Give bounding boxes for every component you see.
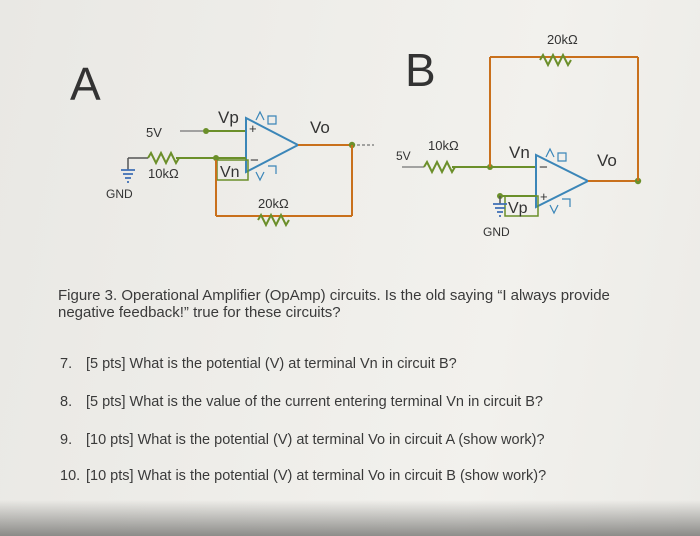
circuit-a-vn-label: Vn — [220, 164, 240, 181]
circuit-a-plus-sign: + — [249, 121, 257, 136]
circuit-b-ground-icon — [493, 203, 507, 217]
circuit-b-vp-box — [504, 195, 539, 217]
circuit-b-vn-label: Vn — [509, 143, 530, 162]
question-item: 8. [5 pts] What is the value of the curre… — [60, 394, 543, 410]
circuit-b-source-label: 5V — [396, 149, 411, 163]
circuit-b-rin-label: 10kΩ — [428, 138, 459, 153]
question-text: [10 pts] What is the potential (V) at te… — [86, 468, 547, 484]
circuit-b-resistor-fb — [539, 52, 572, 68]
circuit-diagrams: A 5V Vp + − Vo 10kΩ Vn — [70, 32, 642, 239]
circuit-a-vo-label: Vo — [310, 118, 330, 137]
circuit-a-rin-label: 10kΩ — [148, 166, 179, 181]
circuit-a-resistor-in — [147, 150, 180, 166]
circuit-a-title: A — [70, 58, 101, 110]
question-number: 8. — [60, 394, 73, 410]
question-text: [10 pts] What is the potential (V) at te… — [86, 432, 545, 448]
circuit-b-vp-label: Vp — [508, 200, 528, 217]
circuit-b-vo-label: Vo — [597, 151, 617, 170]
question-text: [5 pts] What is the value of the current… — [86, 394, 543, 410]
circuit-b-minus-sign: − — [539, 159, 548, 176]
circuit-b-plus-sign: + — [540, 189, 548, 204]
circuit-a-gnd-label: GND — [106, 187, 133, 201]
circuit-a-resistor-fb — [257, 212, 290, 228]
circuit-b: B 5V 10kΩ Vn − + Vo 20kΩ — [396, 32, 642, 239]
question-number: 7. — [60, 356, 73, 372]
circuit-b-resistor-in — [423, 159, 456, 175]
question-item: 7. [5 pts] What is the potential (V) at t… — [60, 356, 457, 372]
circuit-a-minus-sign: − — [250, 152, 259, 169]
circuit-b-opamp — [535, 153, 591, 209]
circuit-b-title: B — [405, 44, 436, 96]
page-edge-shadow — [0, 500, 700, 536]
circuit-b-opamp-pins-lower — [549, 198, 571, 215]
circuit-b-gnd-label: GND — [483, 225, 510, 239]
question-number: 9. — [60, 432, 73, 448]
circuit-a-opamp-pins — [255, 110, 277, 125]
circuit-a-opamp — [245, 116, 301, 174]
circuit-a-source-label: 5V — [146, 125, 162, 140]
circuit-a-opamp-pins-lower — [255, 165, 277, 182]
circuit-a-vp-label: Vp — [218, 108, 239, 127]
question-item: 9. [10 pts] What is the potential (V) at … — [60, 432, 545, 448]
circuit-a-rfb-label: 20kΩ — [258, 196, 289, 211]
question-item: 10. [10 pts] What is the potential (V) at… — [60, 468, 546, 484]
figure-caption: Figure 3. Operational Amplifier (OpAmp) … — [58, 287, 610, 321]
circuit-b-rfb-label: 20kΩ — [547, 32, 578, 47]
question-text: [5 pts] What is the potential (V) at ter… — [86, 356, 457, 372]
circuit-a-ground-icon — [121, 169, 135, 183]
circuit-a: A 5V Vp + − Vo 10kΩ Vn — [70, 58, 374, 228]
circuit-b-opamp-pins — [545, 147, 567, 162]
question-number: 10. — [60, 468, 81, 484]
